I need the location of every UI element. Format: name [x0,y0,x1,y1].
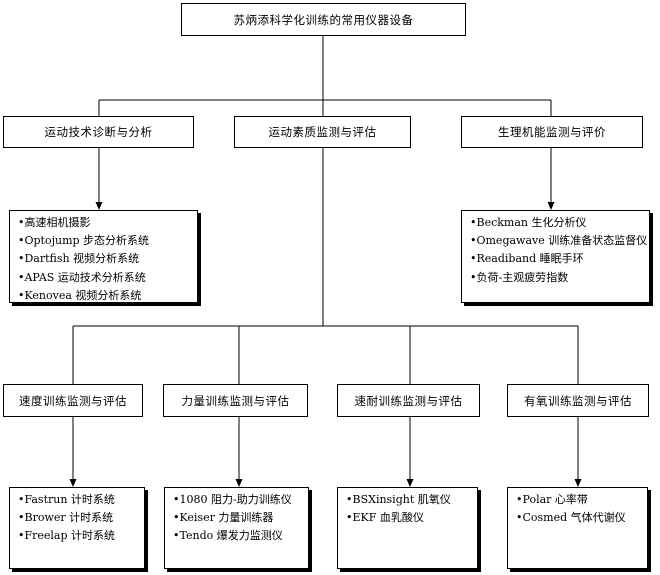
branch-technique-title: 运动技术诊断与分析 [44,125,153,139]
root-title: 苏炳添科学化训练的常用仪器设备 [233,12,414,27]
branch-technique-node: 运动技术诊断与分析 [3,116,194,148]
technique-equipment-list: •高速相机摄影 •Optojump 步态分析系统 •Dartfish 视频分析系… [9,210,198,303]
list-item: •APAS 运动技术分析系统 [18,270,146,284]
list-item: •Dartfish 视频分析系统 [18,252,140,266]
list-item: •Cosmed 气体代谢仪 [516,511,626,525]
list-item: •高速相机摄影 [18,216,91,229]
list-item: •Omegawave 训练准备状态监督仪 [470,234,648,248]
sub-speed-endurance-title: 速耐训练监测与评估 [354,393,463,408]
list-item: •Kenovea 视频分析系统 [18,288,142,302]
speed-equipment-list: •Fastrun 计时系统 •Brower 计时系统 •Freelap 计时系统 [9,487,145,569]
sub-speed-endurance-node: 速耐训练监测与评估 [337,384,480,417]
list-item: •1080 阻力-助力训练仪 [173,493,292,506]
strength-equipment-list: •1080 阻力-助力训练仪 •Keiser 力量训练器 •Tendo 爆发力监… [164,487,309,569]
branch-fitness-title: 运动素质监测与评估 [268,125,377,139]
branch-physiology-title: 生理机能监测与评价 [498,125,606,139]
sub-speed-title: 速度训练监测与评估 [19,393,127,408]
list-item: •Brower 计时系统 [18,511,114,525]
list-item: •负荷-主观疲劳指数 [470,270,569,284]
list-item: •Optojump 步态分析系统 [18,234,150,248]
list-item: •Freelap 计时系统 [18,529,116,543]
sub-aerobic-title: 有氧训练监测与评估 [524,393,632,408]
list-item: •Beckman 生化分析仪 [470,216,587,229]
sub-aerobic-node: 有氧训练监测与评估 [507,384,649,417]
list-item: •Fastrun 计时系统 [18,493,115,506]
list-item: •Readiband 睡眠手环 [470,252,584,266]
branch-fitness-node: 运动素质监测与评估 [234,116,411,148]
root-node: 苏炳添科学化训练的常用仪器设备 [181,3,466,36]
physiology-equipment-list: •Beckman 生化分析仪 •Omegawave 训练准备状态监督仪 •Rea… [461,210,650,303]
list-item: •BSXinsight 肌氧仪 [346,493,451,506]
list-item: •Keiser 力量训练器 [173,511,274,525]
list-item: •Tendo 爆发力监测仪 [173,529,283,543]
aerobic-equipment-list: •Polar 心率带 •Cosmed 气体代谢仪 [507,487,648,569]
sub-speed-node: 速度训练监测与评估 [3,384,143,417]
speed-endurance-equipment-list: •BSXinsight 肌氧仪 •EKF 血乳酸仪 [337,487,478,569]
sub-strength-title: 力量训练监测与评估 [181,393,290,408]
list-item: •Polar 心率带 [516,493,588,506]
branch-physiology-node: 生理机能监测与评价 [461,116,643,148]
sub-strength-node: 力量训练监测与评估 [163,384,308,417]
list-item: •EKF 血乳酸仪 [346,511,424,525]
